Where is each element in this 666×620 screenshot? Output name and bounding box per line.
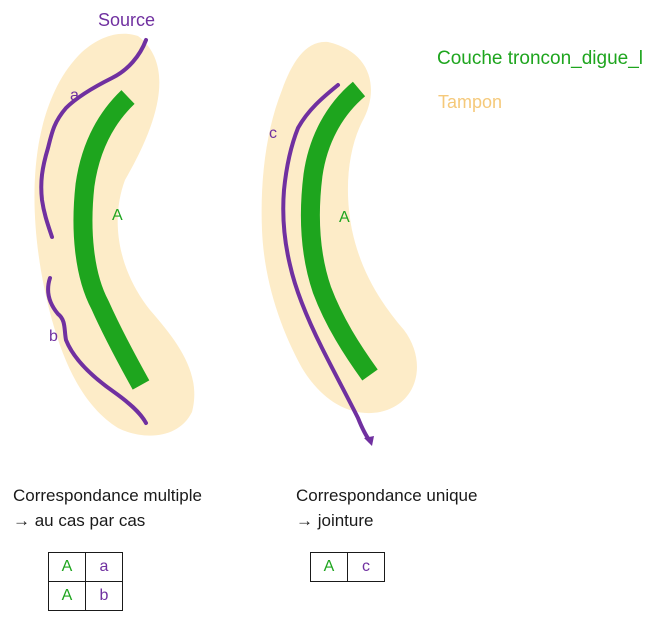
layer-a-label-left: A <box>112 207 123 224</box>
table-row: A a <box>48 552 123 582</box>
source-b-label: b <box>49 328 58 345</box>
source-line-c <box>281 83 372 443</box>
layer-segment-a-left <box>73 90 150 390</box>
unique-match-table: A c <box>310 552 385 582</box>
buffer-diagram <box>34 33 417 446</box>
table-row: A c <box>310 552 385 582</box>
source-label: Source <box>98 10 156 30</box>
layer-segment-a-right <box>300 81 378 381</box>
table-cell-layer: A <box>48 581 86 611</box>
multiple-match-title: Correspondance multiple <box>13 486 202 505</box>
source-line-b <box>46 276 148 425</box>
multiple-match-rule: → au cas par cas <box>13 511 146 530</box>
buffer-zone-left <box>34 33 195 436</box>
unique-match-title: Correspondance unique <box>296 486 478 505</box>
table-row: A b <box>48 581 123 611</box>
layer-a-label-right: A <box>339 209 350 226</box>
table-cell-layer: A <box>48 552 86 582</box>
source-c-label: c <box>269 125 277 142</box>
legend-buffer: Tampon <box>438 92 503 112</box>
buffer-zone-right <box>261 41 417 414</box>
table-cell-source: b <box>85 581 123 611</box>
multiple-match-table: A a A b <box>48 552 123 611</box>
source-a-label: a <box>70 87 79 104</box>
arrowhead-icon <box>364 436 374 446</box>
source-line-a <box>39 38 148 239</box>
legend-layer: Couche troncon_digue_l <box>437 48 643 69</box>
table-cell-source: a <box>85 552 123 582</box>
table-cell-source: c <box>347 552 385 582</box>
table-cell-layer: A <box>310 552 348 582</box>
unique-match-rule: → jointure <box>296 511 374 530</box>
